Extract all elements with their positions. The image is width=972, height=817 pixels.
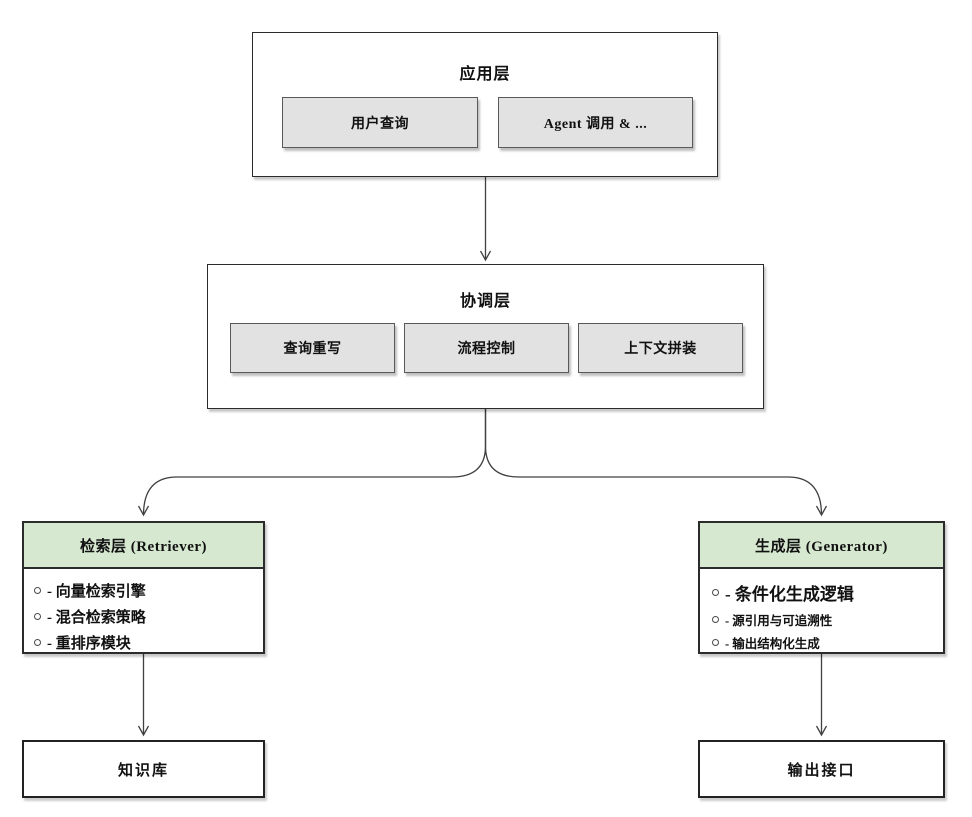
list-item: - 输出结构化生成: [712, 633, 935, 652]
generator-item-label: - 源引用与可追溯性: [725, 614, 833, 628]
application-layer-title: 应用层: [459, 66, 511, 83]
generator-item-label: - 输出结构化生成: [725, 637, 820, 651]
node-coordination-layer: 协调层 查询重写 流程控制 上下文拼装: [207, 264, 764, 409]
node-retriever-layer: 检索层 (Retriever) - 向量检索引擎 - 混合检索策略 - 重排序模…: [22, 521, 265, 654]
module-agent-call: Agent 调用 & ...: [498, 97, 693, 148]
module-query-rewrite: 查询重写: [230, 323, 395, 373]
retriever-item-label: - 混合检索策略: [47, 610, 146, 626]
node-knowledge-base: 知识库: [22, 740, 265, 798]
retriever-layer-items: - 向量检索引擎 - 混合检索策略 - 重排序模块: [24, 569, 263, 653]
retriever-item-label: - 向量检索引擎: [47, 584, 146, 600]
bullet-circle-icon: [712, 639, 719, 646]
module-user-query: 用户查询: [282, 97, 478, 148]
generator-layer-items: - 条件化生成逻辑 - 源引用与可追溯性 - 输出结构化生成: [700, 569, 943, 652]
node-generator-layer: 生成层 (Generator) - 条件化生成逻辑 - 源引用与可追溯性 - 输…: [698, 521, 945, 654]
bullet-circle-icon: [34, 639, 41, 646]
bullet-circle-icon: [712, 589, 719, 596]
coordination-layer-title: 协调层: [459, 293, 511, 310]
node-output-interface: 输出接口: [698, 740, 945, 798]
retriever-item-label: - 重排序模块: [47, 636, 131, 652]
module-flow-control: 流程控制: [404, 323, 569, 373]
generator-item-label: - 条件化生成逻辑: [725, 585, 854, 604]
knowledge-base-label: 知识库: [117, 762, 169, 779]
retriever-layer-title: 检索层 (Retriever): [24, 523, 263, 569]
bullet-circle-icon: [34, 613, 41, 620]
node-application-layer: 应用层 用户查询 Agent 调用 & ...: [252, 32, 718, 177]
list-item: - 向量检索引擎: [34, 580, 255, 601]
list-item: - 条件化生成逻辑: [712, 580, 935, 605]
bullet-circle-icon: [712, 616, 719, 623]
arrow-coordination-to-retriever: [137, 409, 487, 517]
list-item: - 混合检索策略: [34, 606, 255, 627]
output-interface-label: 输出接口: [787, 762, 856, 779]
arrow-coordination-to-generator: [484, 409, 828, 517]
bullet-circle-icon: [34, 587, 41, 594]
list-item: - 重排序模块: [34, 632, 255, 653]
list-item: - 源引用与可追溯性: [712, 610, 935, 629]
module-context-assembly: 上下文拼装: [578, 323, 743, 373]
generator-layer-title: 生成层 (Generator): [700, 523, 943, 569]
